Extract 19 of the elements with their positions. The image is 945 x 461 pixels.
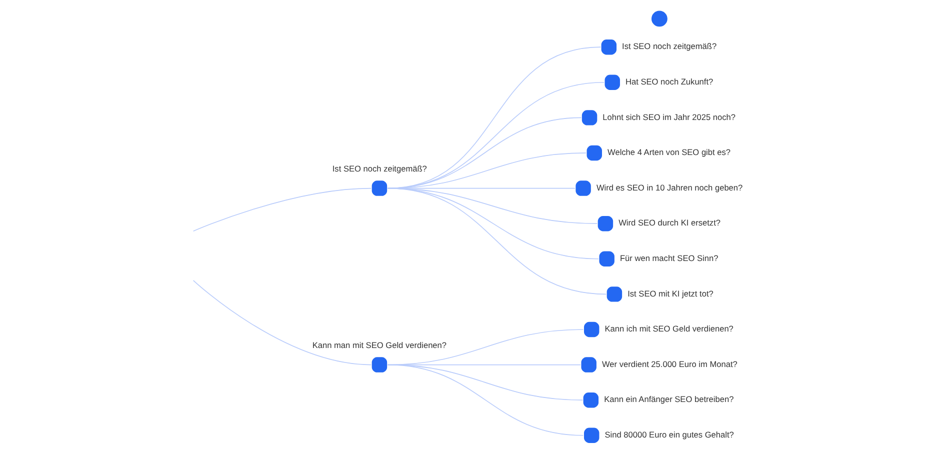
node-label: Wird SEO durch KI ersetzt? xyxy=(618,218,720,228)
connector xyxy=(386,188,606,295)
node-label: Wird es SEO in 10 Jahren noch geben? xyxy=(596,182,742,192)
node-label: Ist SEO mit KI jetzt tot? xyxy=(627,288,713,298)
node-label: Ist SEO noch zeitgemäß? xyxy=(332,163,426,174)
node-label: Kann ein Anfänger SEO betreiben? xyxy=(604,394,734,404)
node-label: Ist SEO noch zeitgemäß? xyxy=(622,41,716,52)
node-label: Für wen macht SEO Sinn? xyxy=(619,253,718,264)
node-label: Kann ich mit SEO Geld verdienen? xyxy=(604,324,733,334)
node-label: Welche 4 Arten von SEO gibt es? xyxy=(607,147,730,158)
node-label: Kann man mit SEO Geld verdienen? xyxy=(312,340,446,350)
connector xyxy=(192,188,372,232)
node-label: Wer verdient 25.000 Euro im Monat? xyxy=(601,358,737,369)
node-label: Lohnt sich SEO im Jahr 2025 noch? xyxy=(602,112,736,122)
connector xyxy=(386,364,584,436)
node-label: Sind 80000 Euro ein gutes Gehalt? xyxy=(604,430,734,440)
connector xyxy=(192,280,372,366)
node-label: Hat SEO noch Zukunft? xyxy=(625,76,713,87)
node-circle xyxy=(650,10,667,27)
